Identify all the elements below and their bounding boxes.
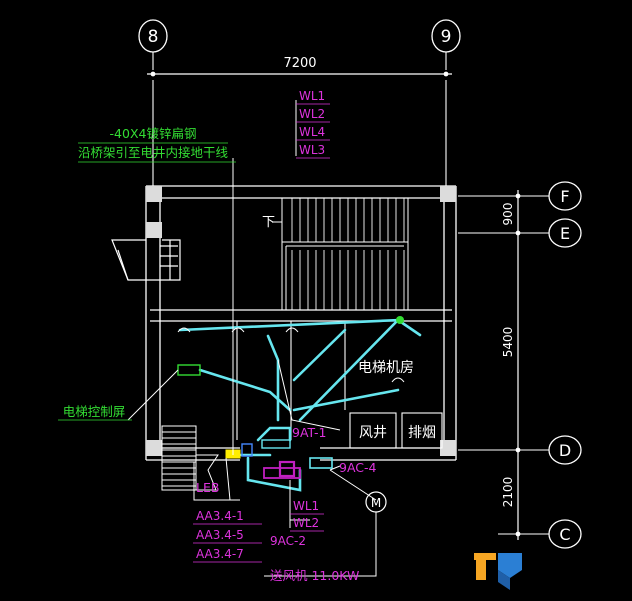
staircase-lower bbox=[161, 425, 219, 491]
circuit-top-3: WL4 bbox=[299, 125, 325, 139]
dim-7200: 7200 bbox=[283, 56, 316, 71]
distribution-panels bbox=[225, 439, 333, 479]
circuit-left-3: AA3.4-7 bbox=[196, 547, 244, 561]
dim-2100: 2100 bbox=[501, 477, 515, 508]
grid-axis-9: 9 bbox=[431, 19, 461, 186]
axis-label-8: 8 bbox=[148, 27, 159, 47]
stair-down-label: 下 bbox=[262, 215, 275, 230]
panel-9ac2-label: 9AC-2 bbox=[270, 534, 306, 548]
leader-lines bbox=[127, 100, 377, 577]
stair-treads-lower bbox=[162, 431, 196, 487]
circuit-top-1: WL1 bbox=[299, 89, 325, 103]
stair-treads-upper bbox=[291, 198, 405, 310]
circuit-left-2: AA3.4-5 bbox=[196, 528, 244, 542]
circuit-top-2: WL2 bbox=[299, 107, 325, 121]
air-shaft-label: 风井 bbox=[359, 425, 387, 441]
right-dimension: 900 5400 2100 bbox=[501, 190, 521, 540]
dim-900: 900 bbox=[501, 203, 515, 226]
fan-motor: M bbox=[365, 491, 387, 513]
circuit-bottom-1: WL1 bbox=[293, 499, 319, 513]
axis-label-D: D bbox=[559, 441, 571, 460]
circuit-left-1: AA3.4-1 bbox=[196, 509, 244, 523]
axis-label-F: F bbox=[560, 187, 569, 206]
machine-room-label: 电梯机房 bbox=[358, 360, 414, 376]
grid-axis-D: D bbox=[458, 435, 582, 465]
bottom-circuit-labels: WL1 WL2 9AC-2 bbox=[270, 499, 324, 548]
top-dimension: 7200 bbox=[147, 56, 452, 77]
axis-label-C: C bbox=[559, 525, 570, 544]
flat-steel-note-2: 沿桥架引至电井内接地干线 bbox=[78, 145, 229, 160]
axis-label-E: E bbox=[560, 224, 570, 243]
flat-steel-note-1: -40X4镀锌扁钢 bbox=[110, 126, 197, 141]
ceiling-lamps bbox=[177, 327, 405, 383]
logo-icon bbox=[474, 553, 522, 590]
top-circuit-labels: WL1 WL2 WL4 WL3 bbox=[296, 89, 330, 159]
panel-9at-label: 9AT-1 bbox=[292, 425, 327, 440]
axis-label-9: 9 bbox=[441, 27, 452, 47]
elevator-control-box bbox=[177, 364, 201, 376]
junction-dot bbox=[396, 316, 404, 324]
motor-label: M bbox=[371, 496, 381, 510]
circuit-bottom-2: WL2 bbox=[293, 516, 319, 530]
leb-label: LEB bbox=[196, 480, 219, 495]
left-projection bbox=[111, 239, 181, 281]
fan-label: 送风机 11.0KW bbox=[270, 568, 359, 583]
grid-axis-E: E bbox=[458, 218, 582, 248]
smoke-exhaust-label: 排烟 bbox=[408, 425, 436, 441]
grid-axis-8: 8 bbox=[138, 19, 168, 186]
left-circuit-labels: AA3.4-1 AA3.4-5 AA3.4-7 bbox=[193, 509, 262, 563]
panel-9ac4-label: 9AC-4 bbox=[339, 460, 377, 475]
columns bbox=[146, 186, 456, 456]
elevator-panel-note: 电梯控制屏 bbox=[63, 404, 126, 419]
grid-axis-F: F bbox=[458, 181, 582, 211]
circuit-top-4: WL3 bbox=[299, 143, 325, 157]
cable-routes bbox=[178, 318, 422, 492]
dim-5400: 5400 bbox=[501, 327, 515, 358]
grid-axis-C: C bbox=[498, 519, 582, 549]
staircase-upper bbox=[281, 197, 409, 311]
